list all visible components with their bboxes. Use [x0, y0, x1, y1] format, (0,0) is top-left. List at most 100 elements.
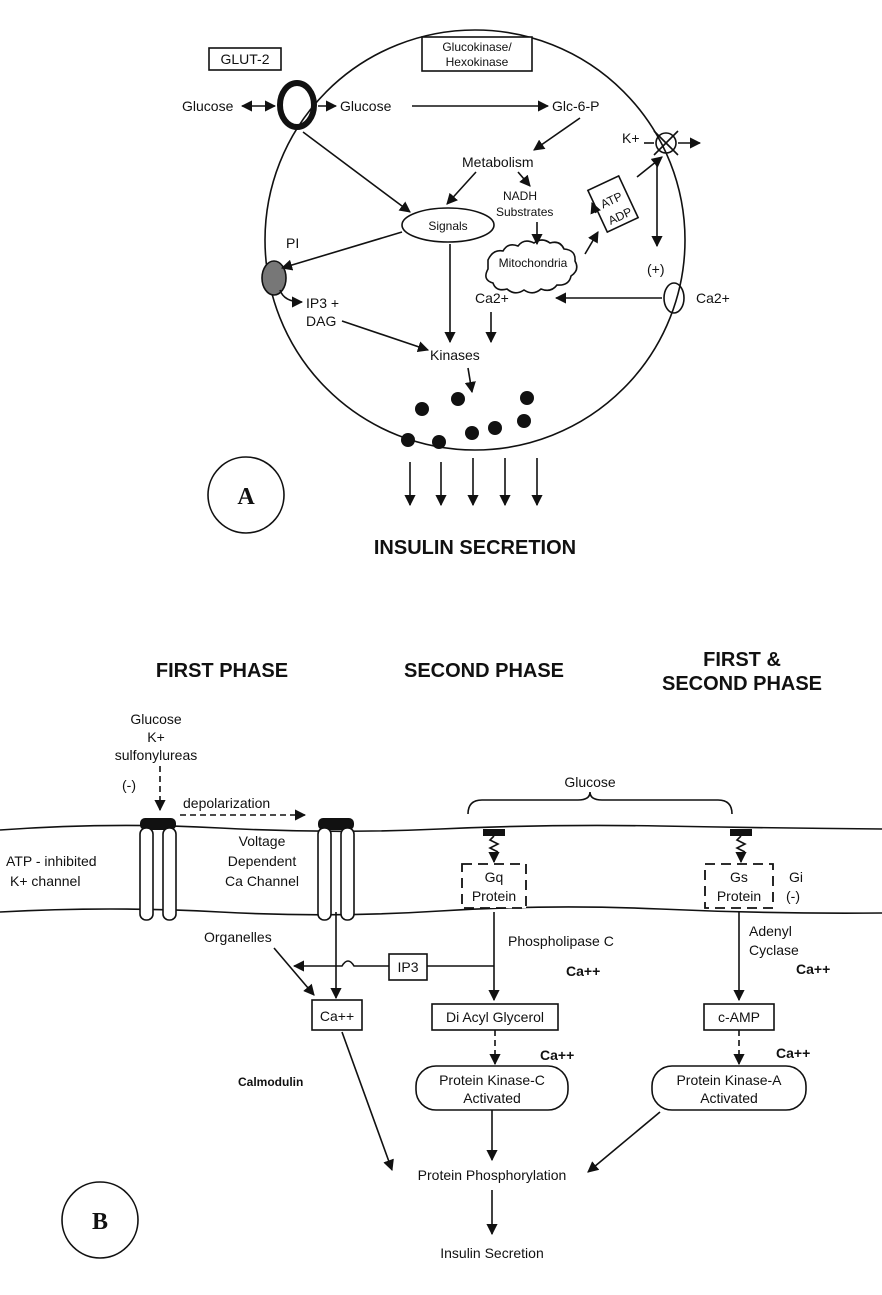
camp-box	[703, 1003, 775, 1031]
gq-label: Gq	[485, 869, 504, 885]
organelles-label: Organelles	[204, 929, 272, 945]
signals-label: Signals	[428, 219, 467, 233]
phospholipase-label: Phospholipase C	[508, 933, 614, 949]
gq-coupling-squiggle	[488, 835, 500, 853]
signals-to-pi-arrow	[280, 231, 403, 271]
voltage-label-line2: Dependent	[228, 853, 297, 869]
k-channel-cross-b	[653, 130, 679, 156]
glc6p-label: Glc-6-P	[552, 98, 599, 114]
insulin-granule	[488, 421, 502, 435]
ca-channel-cap	[318, 818, 354, 830]
ip3-to-organelles-arrow	[292, 960, 389, 972]
beta-cell-outline	[264, 29, 686, 451]
gs-coupling-squiggle	[735, 835, 747, 853]
katp-channel-cap	[140, 818, 176, 830]
atp-adp-increase-arrow	[590, 201, 601, 215]
ca-box	[311, 999, 363, 1031]
ip3-label: IP3 +	[306, 295, 339, 311]
pka-label-line1: Protein Kinase-A	[676, 1072, 782, 1088]
pka-to-phosphorylation-arrow	[587, 1111, 661, 1173]
katp-channel-subunit	[139, 827, 154, 921]
glucose-to-signals-arrow	[302, 131, 411, 213]
gq-protein-box	[461, 863, 527, 909]
mitochondria-label: Mitochondria	[499, 256, 568, 270]
dag-box	[431, 1003, 559, 1031]
ca-inner-label: Ca2+	[475, 290, 509, 306]
insulin-granule	[401, 433, 415, 447]
insulin-granule	[520, 391, 534, 405]
ca-outer-label: Ca2+	[696, 290, 730, 306]
atp-channel-label-line2: K+ channel	[10, 873, 80, 889]
glucose-inside-label: Glucose	[340, 98, 392, 114]
pi-label: PI	[286, 235, 299, 251]
signals-ellipse	[401, 207, 495, 243]
depolarization-label: depolarization	[183, 795, 270, 811]
pi-to-ip3-arrow	[279, 289, 304, 308]
adenyl-label-line2: Cyclase	[749, 942, 799, 958]
ca-channel-subunit	[317, 827, 332, 921]
pka-label-line2: Activated	[700, 1090, 758, 1106]
camp-box-label: c-AMP	[718, 1009, 760, 1025]
katp-channel-subunit	[162, 827, 177, 921]
glut2-box	[208, 47, 282, 71]
voltage-label-line3: Ca Channel	[225, 873, 299, 889]
glucose-brace-label: Glucose	[564, 774, 616, 790]
gq-receptor	[483, 829, 505, 836]
panel-a: GLUT-2 Glucokinase/ Hexokinase Glucose G…	[182, 29, 730, 559]
gs-protein-label: Protein	[717, 888, 761, 904]
panel-a-letter: A	[237, 484, 255, 510]
glucose-brace	[467, 791, 733, 815]
ca-to-phosphorylation-arrow	[341, 1031, 394, 1172]
panel-b-badge	[61, 1181, 139, 1259]
ca-plc-label: Ca++	[566, 963, 600, 979]
pka-box	[651, 1065, 807, 1111]
insulin-granule	[451, 392, 465, 406]
k-channel-circle	[655, 132, 677, 154]
dag-label: DAG	[306, 313, 336, 329]
kinases-to-granules-arrow	[464, 367, 476, 394]
ca-pkc-label: Ca++	[540, 1047, 574, 1063]
insulin-granule	[465, 426, 479, 440]
ca-pka-label: Ca++	[776, 1045, 810, 1061]
organelles-to-ca-arrow	[273, 947, 315, 996]
dag-to-kinases-arrow	[341, 320, 430, 353]
metabolism-to-signals-arrow	[446, 171, 477, 205]
mito-to-atp-arrow	[584, 231, 599, 255]
plus-label: (+)	[647, 261, 665, 277]
phosphorylation-label: Protein Phosphorylation	[418, 1167, 567, 1183]
ca-ac-label: Ca++	[796, 961, 830, 977]
ca-channel-subunit	[340, 827, 355, 921]
heading-both-line2: SECOND PHASE	[662, 673, 822, 695]
calmodulin-label: Calmodulin	[238, 1075, 303, 1089]
gq-protein-label: Protein	[472, 888, 516, 904]
adenyl-label-line1: Adenyl	[749, 923, 792, 939]
plc-receptor	[261, 260, 287, 296]
heading-first-phase: FIRST PHASE	[156, 660, 288, 682]
panel-b: FIRST PHASE SECOND PHASE FIRST & SECOND …	[0, 649, 882, 1261]
metabolism-to-nadh-arrow	[517, 171, 531, 187]
gs-receptor	[730, 829, 752, 836]
insulin-secretion-label: Insulin Secretion	[440, 1245, 544, 1261]
glucokinase-box	[421, 36, 533, 72]
glucokinase-label-line2: Hexokinase	[446, 55, 509, 69]
metabolism-label: Metabolism	[462, 154, 534, 170]
glucose-outside-label: Glucose	[182, 98, 234, 114]
glut2-label: GLUT-2	[220, 51, 269, 67]
glucokinase-label-line1: Glucokinase/	[442, 40, 512, 54]
atp-to-kchannel-arrow	[636, 156, 663, 178]
glucose-left-label: Glucose	[130, 711, 182, 727]
minus-left-label: (-)	[122, 777, 136, 793]
substrates-label: Substrates	[496, 205, 553, 219]
g6p-to-metabolism-arrow	[533, 117, 581, 151]
glut2-transporter-ring	[277, 80, 317, 130]
gi-minus-label: (-)	[786, 888, 800, 904]
pkc-label-line2: Activated	[463, 1090, 521, 1106]
k-plus-label: K+	[622, 130, 640, 146]
gs-label: Gs	[730, 869, 748, 885]
insulin-granule	[432, 435, 446, 449]
heading-both-line1: FIRST &	[703, 649, 781, 671]
kinases-label: Kinases	[430, 347, 480, 363]
dag-box-label: Di Acyl Glycerol	[446, 1009, 544, 1025]
mitochondria-shape	[485, 239, 578, 294]
